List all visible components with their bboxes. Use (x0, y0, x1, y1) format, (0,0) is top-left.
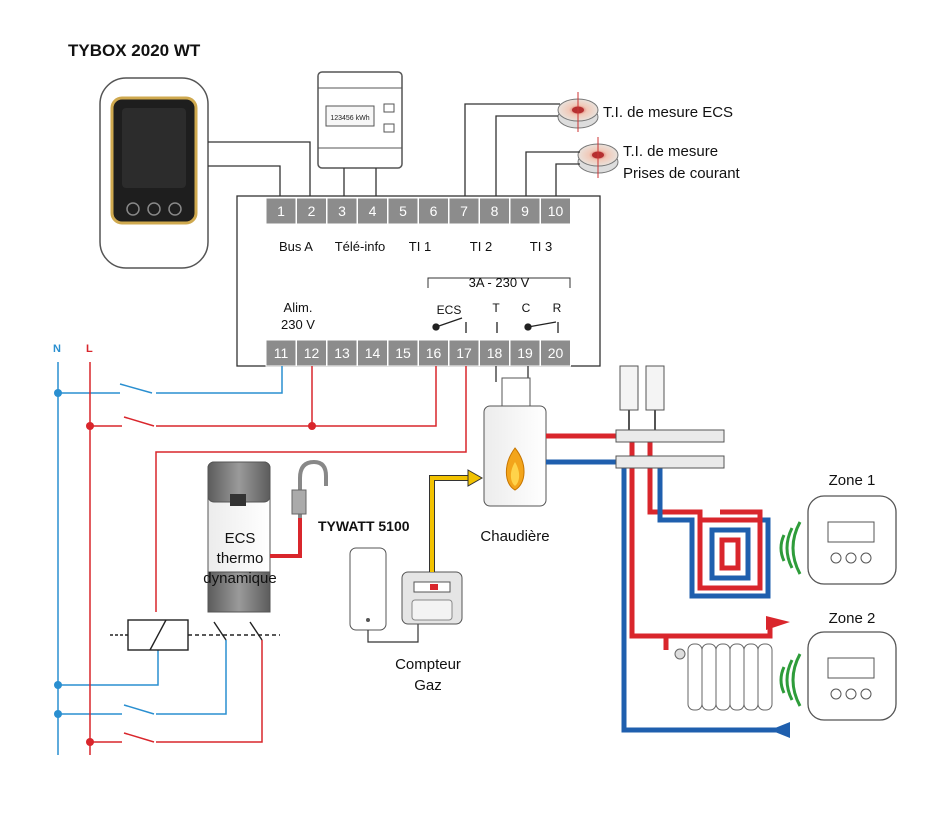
top-terminal (357, 197, 388, 225)
gas-pipe (429, 469, 484, 572)
flow-arrow (766, 616, 790, 630)
ct-ecs (557, 92, 599, 132)
label-power-line1: Alim. (284, 300, 313, 315)
gas-meter-label-line2: Gaz (414, 677, 442, 694)
label-live: L (86, 343, 93, 355)
tywatt-module (349, 547, 387, 631)
bottom-terminal-label: 11 (274, 345, 289, 361)
bottom-terminal (418, 339, 449, 367)
page-title: TYBOX 2020 WT (68, 41, 201, 60)
contactor (110, 619, 280, 651)
faucet-icon (270, 459, 328, 558)
live-wires (89, 362, 467, 755)
top-terminal-label: 9 (521, 203, 529, 219)
neutral-junctions (54, 389, 62, 718)
label-bus-a: Bus A (279, 239, 313, 254)
bottom-terminal (387, 339, 419, 367)
terminal-block-top: 1 2 3 4 5 6 7 8 9 10 (265, 197, 571, 225)
bottom-terminal (509, 339, 541, 367)
relay-rating: 3A - 230 V (469, 275, 530, 290)
top-terminal-label: 8 (491, 203, 499, 219)
label-ti3: TI 3 (530, 239, 552, 254)
zone1-label: Zone 1 (829, 472, 876, 489)
heater-label-line3: dynamique (203, 570, 276, 587)
top-terminal (326, 197, 358, 225)
ct-wires (464, 103, 580, 196)
bottom-terminal (357, 339, 388, 367)
top-terminal-label: 4 (369, 203, 377, 219)
return-arrow (770, 722, 790, 738)
top-terminal-label: 6 (430, 203, 438, 219)
relay-ecs-label: ECS (437, 303, 462, 317)
heater-label-line2: thermo (217, 550, 264, 567)
bottom-terminal-label: 16 (426, 345, 442, 361)
bottom-terminal (540, 339, 571, 367)
tybox-thermostat (99, 77, 209, 269)
zone2-thermostat (807, 631, 897, 721)
boiler-label: Chaudière (480, 528, 549, 545)
top-terminal-label: 1 (277, 203, 285, 219)
relay-bracket (427, 277, 571, 288)
heater-label-line1: ECS (225, 530, 256, 547)
return-pipes (546, 459, 790, 733)
label-power-line2: 230 V (281, 317, 315, 332)
bottom-terminal-label: 20 (548, 345, 564, 361)
tywatt-label: TYWATT 5100 (318, 518, 410, 534)
bottom-terminal-label: 13 (334, 345, 350, 361)
ct-outlets-label-line1: T.I. de mesure (623, 143, 718, 160)
radiator (674, 643, 773, 711)
meter-readout: 123456 kWh (330, 115, 369, 122)
top-terminal-label: 2 (308, 203, 316, 219)
bottom-terminal (326, 339, 358, 367)
top-terminal (418, 197, 449, 225)
relay-t-label: T (492, 301, 500, 315)
bottom-terminal-label: 15 (395, 345, 411, 361)
relay-contacts (432, 317, 559, 333)
manifold (615, 365, 725, 469)
relay-r-label: R (553, 301, 562, 315)
top-terminal-label: 10 (548, 203, 564, 219)
boiler (483, 366, 547, 507)
label-neutral: N (53, 343, 61, 355)
ct-ecs-label: T.I. de mesure ECS (603, 104, 733, 121)
bottom-terminal-label: 12 (304, 345, 320, 361)
gas-meter (401, 571, 463, 625)
top-terminal-label: 3 (338, 203, 346, 219)
ecs-heat-pump-heater (207, 461, 271, 613)
bottom-terminal (479, 339, 510, 367)
label-tele-info: Télé-info (335, 239, 386, 254)
bottom-terminal-label: 17 (456, 345, 472, 361)
bottom-terminal (265, 339, 297, 367)
top-terminal (265, 197, 297, 225)
bottom-terminal-label: 14 (365, 345, 381, 361)
top-terminal (540, 197, 571, 225)
gas-meter-label-line1: Compteur (395, 656, 461, 673)
top-terminal-label: 7 (460, 203, 468, 219)
bus-wires (208, 141, 377, 196)
relay-c-label: C (522, 301, 531, 315)
label-ti2: TI 2 (470, 239, 492, 254)
live-junctions (86, 422, 316, 746)
terminal-block-bottom: 11 12 13 14 15 16 17 18 19 20 (265, 339, 571, 367)
zone2-label: Zone 2 (829, 610, 876, 627)
bottom-terminal-label: 19 (517, 345, 533, 361)
top-terminal (448, 197, 480, 225)
bottom-terminal-label: 18 (487, 345, 503, 361)
label-ti1: TI 1 (409, 239, 431, 254)
top-terminal-label: 5 (399, 203, 407, 219)
top-terminal (509, 197, 541, 225)
wireless-signal-icon (779, 521, 802, 707)
tywatt-wire (367, 624, 419, 643)
ct-outlets-label-line2: Prises de courant (623, 165, 741, 182)
floor-heating-coil (697, 517, 763, 591)
electricity-meter: 123456 kWh (317, 71, 403, 169)
zone1-thermostat (807, 495, 897, 585)
ct-outlets (577, 137, 619, 178)
